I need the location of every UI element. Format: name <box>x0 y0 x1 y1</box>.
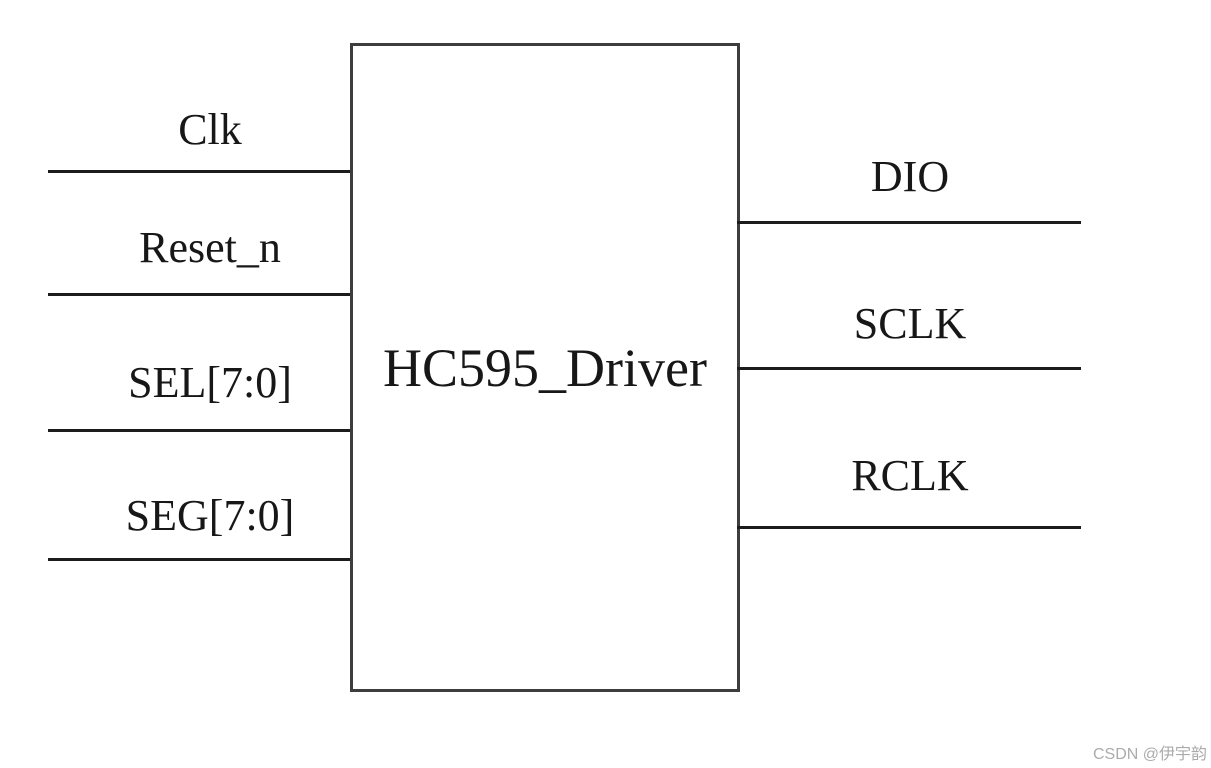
input-wire-clk <box>48 170 350 173</box>
output-wire-sclk <box>737 367 1081 370</box>
output-port-label-dio: DIO <box>870 152 950 201</box>
output-wire-rclk <box>737 526 1081 529</box>
input-port-label-seg: SEG[7:0] <box>125 491 295 540</box>
input-wire-seg <box>48 558 350 561</box>
output-port-label-sclk: SCLK <box>853 299 967 348</box>
csdn-watermark: CSDN @伊宇韵 <box>1092 746 1207 763</box>
input-wire-reset-n <box>48 293 350 296</box>
input-port-label-clk: Clk <box>178 105 242 154</box>
input-wire-sel <box>48 429 350 432</box>
module-title: HC595_Driver <box>383 337 707 398</box>
output-wire-dio <box>737 221 1081 224</box>
input-port-label-sel: SEL[7:0] <box>128 358 292 407</box>
output-port-label-rclk: RCLK <box>851 451 969 500</box>
module-block: HC595_Driver <box>350 43 740 692</box>
input-port-label-reset-n: Reset_n <box>139 223 281 272</box>
